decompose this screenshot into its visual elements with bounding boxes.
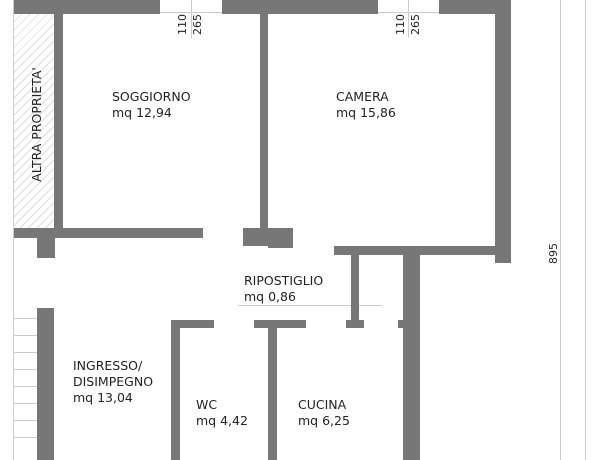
wall [268,228,293,248]
dimension-line-right-2 [585,0,586,460]
entry-step [14,352,37,353]
wall [334,246,511,255]
room-area: mq 15,86 [336,105,396,120]
entry-step [14,420,37,421]
wall [171,320,180,460]
dimension-label: 110 [176,14,189,35]
wall [254,320,306,328]
room-ripostiglio: RIPOSTIGLIO mq 0,86 [244,273,323,305]
room-cucina: CUCINA mq 6,25 [298,397,350,429]
wall [346,320,364,328]
adjacent-property-label: ALTRA PROPRIETA' [28,67,44,182]
room-name: SOGGIORNO [112,89,191,104]
entry-step [14,335,37,336]
room-area: mq 0,86 [244,289,296,304]
entry-step [14,437,37,438]
entry-step [14,403,37,404]
wall [260,14,268,228]
ripostiglio-line [238,305,382,306]
wall [171,320,214,328]
wall [37,238,55,258]
room-wc: WC mq 4,42 [196,397,248,429]
wall [495,0,511,263]
dimension-label: 265 [191,14,204,35]
room-camera: CAMERA mq 15,86 [336,89,396,121]
entry-step [14,386,37,387]
adjacent-property-hatch [14,14,54,228]
wall [268,328,277,460]
room-name: INGRESSO/ [73,358,143,373]
room-area: mq 12,94 [112,105,172,120]
room-area: mq 13,04 [73,390,133,405]
wall [439,0,511,14]
wall [351,255,359,320]
wall [398,320,403,328]
wall [403,255,420,460]
wall [14,228,203,238]
room-name-2: DISIMPEGNO [73,374,154,389]
wall [37,308,54,460]
wall [222,0,378,14]
dimension-line-right-1 [560,0,561,460]
border-line-left [13,0,14,460]
room-area: mq 6,25 [298,413,350,428]
overall-dimension: 895 [547,243,560,264]
room-name: WC [196,397,218,412]
dimension-label: 265 [409,14,422,35]
room-ingresso: INGRESSO/ DISIMPEGNO mq 13,04 [73,358,153,406]
room-name: CUCINA [298,397,347,412]
window-center-1 [191,0,192,38]
entry-step [14,318,37,319]
entry-step [14,369,37,370]
room-name: CAMERA [336,89,389,104]
window-center-2 [408,0,409,38]
wall [54,14,63,238]
room-name: RIPOSTIGLIO [244,273,324,288]
dimension-label: 110 [394,14,407,35]
wall [14,0,160,14]
room-soggiorno: SOGGIORNO mq 12,94 [112,89,191,121]
room-area: mq 4,42 [196,413,248,428]
